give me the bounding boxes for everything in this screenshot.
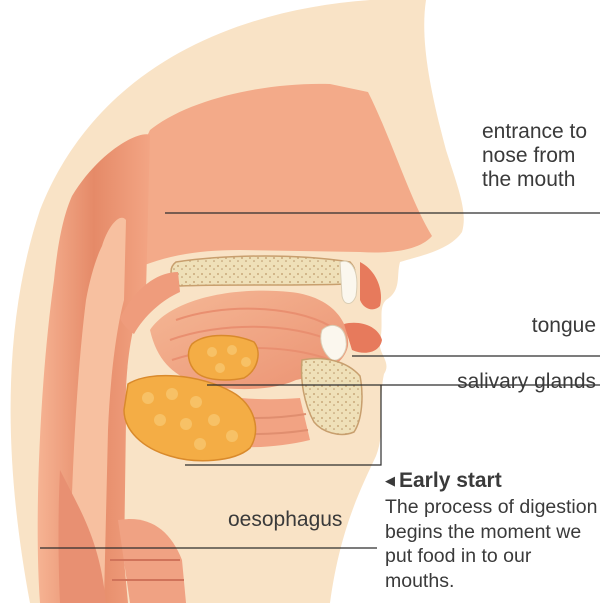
caption-box: ◀Early start The process of digestion be… bbox=[385, 468, 599, 603]
caption-body: The process of digestion begins the mome… bbox=[385, 495, 599, 593]
label-tongue: tongue bbox=[532, 314, 596, 338]
caption-title: Early start bbox=[399, 469, 502, 492]
salivary-gland-upper bbox=[189, 336, 259, 381]
caption-heading: ◀Early start bbox=[385, 468, 599, 494]
label-salivary-glands: salivary glands bbox=[457, 370, 596, 394]
left-triangle-icon: ◀ bbox=[385, 468, 395, 494]
palate-bone bbox=[171, 256, 355, 286]
label-oesophagus: oesophagus bbox=[228, 508, 342, 532]
label-nose-entrance: entrance to nose from the mouth bbox=[482, 120, 587, 192]
